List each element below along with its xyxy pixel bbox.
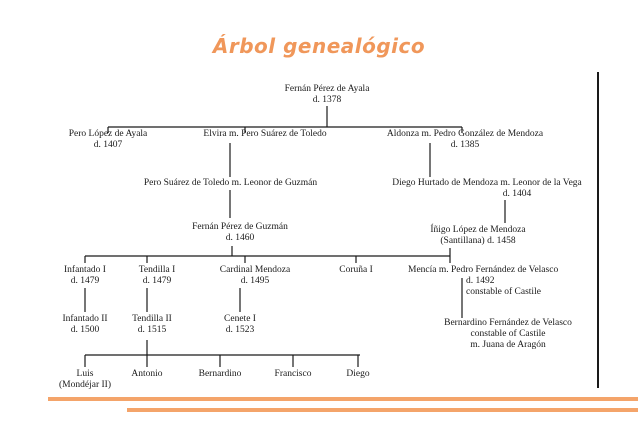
node-francisco: Francisco <box>258 369 328 380</box>
node-luis: Luis (Mondéjar II) <box>45 369 125 391</box>
node-date: d. 1495 <box>240 276 270 286</box>
node-date: (Mondéjar II) <box>59 380 111 390</box>
node-mencia: Mencía m. Pedro Fernández de Velasco d. … <box>408 265 603 298</box>
slide-title: Árbol genealógico <box>212 34 426 58</box>
node-name: Fernán Pérez de Ayala <box>284 84 370 94</box>
node-name: Francisco <box>274 369 312 379</box>
node-inigo-lopez-de-mendoza: Íñigo López de Mendoza (Santillana) d. 1… <box>408 225 548 247</box>
node-pero-suarez-de-toledo: Pero Suárez de Toledo m. Leonor de Guzmá… <box>118 178 343 189</box>
node-coruna-1: Coruña I <box>326 265 386 276</box>
node-date: d. 1492 <box>466 276 495 286</box>
node-infantado-2: Infantado II d. 1500 <box>55 314 115 336</box>
node-infantado-1: Infantado I d. 1479 <box>55 265 115 287</box>
node-antonio: Antonio <box>117 369 177 380</box>
node-bernardino-velasco: Bernardino Fernández de Velasco constabl… <box>418 318 598 351</box>
node-diego-hurtado: Diego Hurtado de Mendoza m. Leonor de la… <box>378 178 596 200</box>
node-name: Aldonza m. Pedro González de Mendoza <box>386 129 544 139</box>
node-date: d. 1385 <box>450 140 480 150</box>
node-name: Mencía m. Pedro Fernández de Velasco <box>408 265 559 275</box>
node-aldonza: Aldonza m. Pedro González de Mendoza d. … <box>370 129 560 151</box>
node-cenete-1: Cenete I d. 1523 <box>210 314 270 336</box>
node-name: Luis <box>76 369 94 379</box>
node-name: Antonio <box>131 369 163 379</box>
node-date: d. 1378 <box>312 95 342 105</box>
accent-rule-top <box>48 397 638 401</box>
node-bernardino: Bernardino <box>185 369 255 380</box>
node-name: Cardinal Mendoza <box>219 265 291 275</box>
node-name: Elvira m. Pero Suárez de Toledo <box>203 129 327 139</box>
node-elvira: Elvira m. Pero Suárez de Toledo <box>180 129 350 140</box>
node-name: Bernardino Fernández de Velasco <box>444 318 572 328</box>
node-date: d. 1460 <box>225 233 255 243</box>
node-date: (Santillana) d. 1458 <box>440 236 516 246</box>
node-name: Coruña I <box>339 265 373 275</box>
node-tendilla-2: Tendilla II d. 1515 <box>122 314 182 336</box>
node-date: d. 1479 <box>142 276 172 286</box>
accent-rule-bottom <box>127 408 638 412</box>
node-name: Cenete I <box>224 314 256 324</box>
node-name: Pero Suárez de Toledo m. Leonor de Guzmá… <box>143 178 318 188</box>
node-diego: Diego <box>333 369 383 380</box>
node-tendilla-1: Tendilla I d. 1479 <box>127 265 187 287</box>
node-date: d. 1479 <box>70 276 100 286</box>
vertical-divider <box>597 72 599 388</box>
node-date: d. 1407 <box>93 140 123 150</box>
node-note: constable of Castile <box>470 329 546 339</box>
node-name: Bernardino <box>198 369 242 379</box>
node-name: Tendilla I <box>138 265 176 275</box>
node-name: Diego <box>346 369 370 379</box>
node-date: d. 1515 <box>137 325 167 335</box>
node-fernan-perez-de-ayala: Fernán Pérez de Ayala d. 1378 <box>277 84 377 106</box>
node-name: Infantado II <box>62 314 108 324</box>
node-spouse: m. Juana de Aragón <box>470 340 546 350</box>
node-name: Fernán Pérez de Guzmán <box>192 222 288 232</box>
node-name: Diego Hurtado de Mendoza m. Leonor de la… <box>392 178 582 188</box>
node-cardinal-mendoza: Cardinal Mendoza d. 1495 <box>210 265 300 287</box>
node-name: Pero López de Ayala <box>68 129 148 139</box>
node-pero-lopez-de-ayala: Pero López de Ayala d. 1407 <box>58 129 158 151</box>
node-name: Íñigo López de Mendoza <box>430 225 526 235</box>
node-note: constable of Castile <box>466 287 541 297</box>
node-date: d. 1500 <box>70 325 100 335</box>
node-name: Tendilla II <box>132 314 172 324</box>
node-date: d. 1523 <box>225 325 255 335</box>
node-fernan-perez-de-guzman: Fernán Pérez de Guzmán d. 1460 <box>180 222 300 244</box>
node-date: d. 1404 <box>502 189 532 199</box>
node-name: Infantado I <box>64 265 106 275</box>
